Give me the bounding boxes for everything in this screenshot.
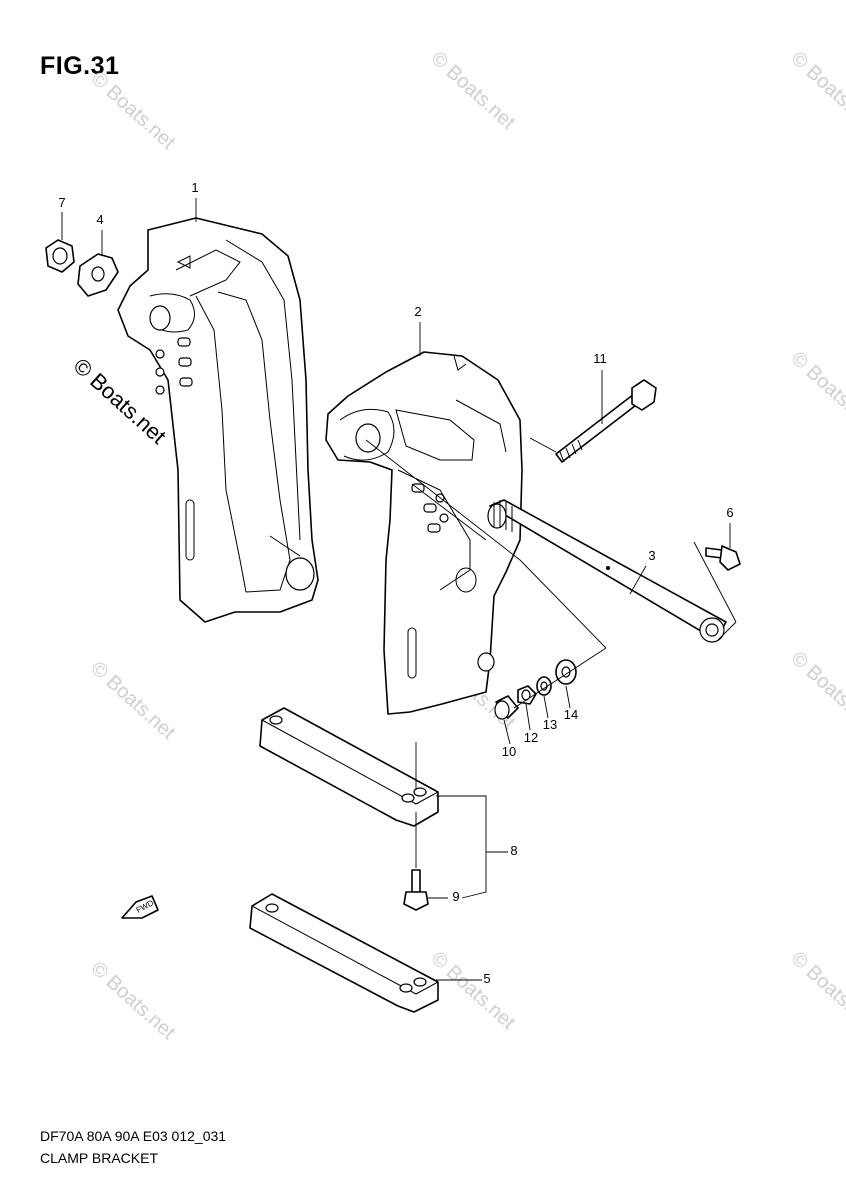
watermark-text: © Boats.net — [787, 347, 846, 434]
callout-4: 4 — [96, 212, 103, 227]
part-13-washer[interactable] — [536, 676, 552, 696]
part-14-washer[interactable] — [555, 659, 577, 685]
watermark-text: © Boats.net — [87, 957, 180, 1044]
callout-12: 12 — [524, 730, 538, 745]
part-1-clamp-bracket-left[interactable] — [117, 217, 319, 623]
watermark-text: © Boats.net — [87, 67, 180, 154]
fwd-arrow-icon: FWD — [121, 895, 159, 919]
callout-14: 14 — [564, 707, 578, 722]
callout-10: 10 — [502, 744, 516, 759]
watermark-text: © Boats.net — [87, 657, 180, 744]
part-8-plate[interactable] — [259, 707, 439, 827]
callout-7: 7 — [58, 195, 65, 210]
callout-11: 11 — [593, 351, 607, 366]
callout-3: 3 — [648, 548, 655, 563]
callout-13: 13 — [543, 717, 557, 732]
part-10-bushing[interactable] — [494, 695, 519, 720]
part-7-nut[interactable] — [45, 239, 75, 273]
part-12-nut[interactable] — [517, 685, 537, 705]
part-3-tilt-tube[interactable] — [487, 499, 727, 643]
callout-6: 6 — [726, 505, 733, 520]
watermark-text: © Boats.net — [427, 47, 520, 134]
callout-1: 1 — [191, 180, 198, 195]
watermark-text: © Boats.net — [427, 947, 520, 1034]
part-9-bolt[interactable] — [403, 869, 429, 911]
part-6-bolt[interactable] — [693, 541, 741, 623]
figure-title: FIG.31 — [40, 52, 120, 80]
callout-9: 9 — [452, 889, 459, 904]
watermark-text: © Boats.net — [787, 947, 846, 1034]
callout-2: 2 — [414, 304, 421, 319]
callout-5: 5 — [483, 971, 490, 986]
watermark-text: © Boats.net — [787, 47, 846, 134]
footer-diagram-name: CLAMP BRACKET — [40, 1150, 158, 1166]
part-11-bolt[interactable] — [555, 379, 657, 463]
part-5-plate[interactable] — [249, 893, 439, 1013]
part-2-clamp-bracket-right[interactable] — [325, 351, 523, 715]
watermark-text: © Boats.net — [787, 647, 846, 734]
callout-8: 8 — [510, 843, 517, 858]
watermark-text: © Boats.net — [69, 353, 171, 449]
footer-model-code: DF70A 80A 90A E03 012_031 — [40, 1128, 227, 1144]
part-4-plate[interactable] — [77, 253, 119, 297]
leader-lines — [61, 198, 737, 981]
